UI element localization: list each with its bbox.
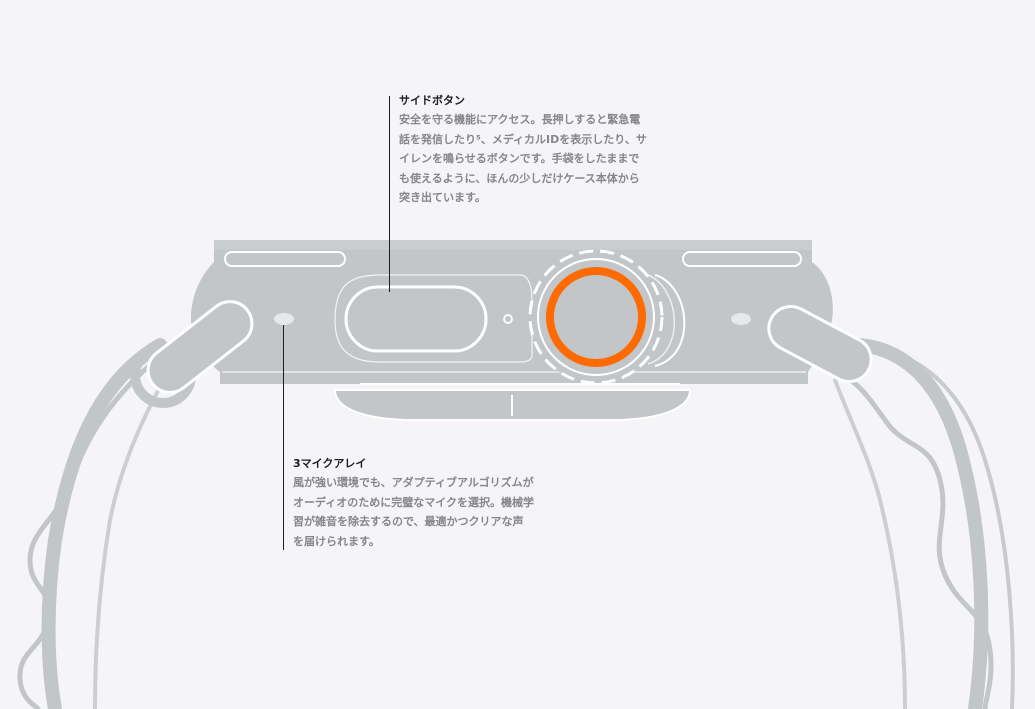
- side-button[interactable]: [344, 285, 488, 353]
- right-lug: [767, 305, 873, 383]
- side-button-callout-title: サイドボタン: [399, 94, 465, 107]
- left-lug: [146, 300, 254, 394]
- side-button-callout-line: [389, 96, 390, 292]
- digital-crown[interactable]: [528, 249, 664, 385]
- side-button-callout-body: 安全を守る機能にアクセス。長押しすると緊急電 話を発信したり⁵、メディカルIDを…: [399, 113, 647, 204]
- mic-grille-right: [731, 313, 751, 325]
- right-band: [827, 337, 1015, 709]
- mic-grille-left: [274, 313, 294, 325]
- mic-array-callout-line: [283, 325, 284, 550]
- mic-array-callout-body: 風が強い環境でも、アダプティブアルゴリズムが オーディオのために完璧なマイクを選…: [293, 476, 535, 548]
- crown-guard: [654, 274, 686, 367]
- watch-case: [190, 240, 833, 421]
- left-band: [17, 338, 177, 709]
- mic-array-callout-title: 3マイクアレイ: [293, 457, 367, 470]
